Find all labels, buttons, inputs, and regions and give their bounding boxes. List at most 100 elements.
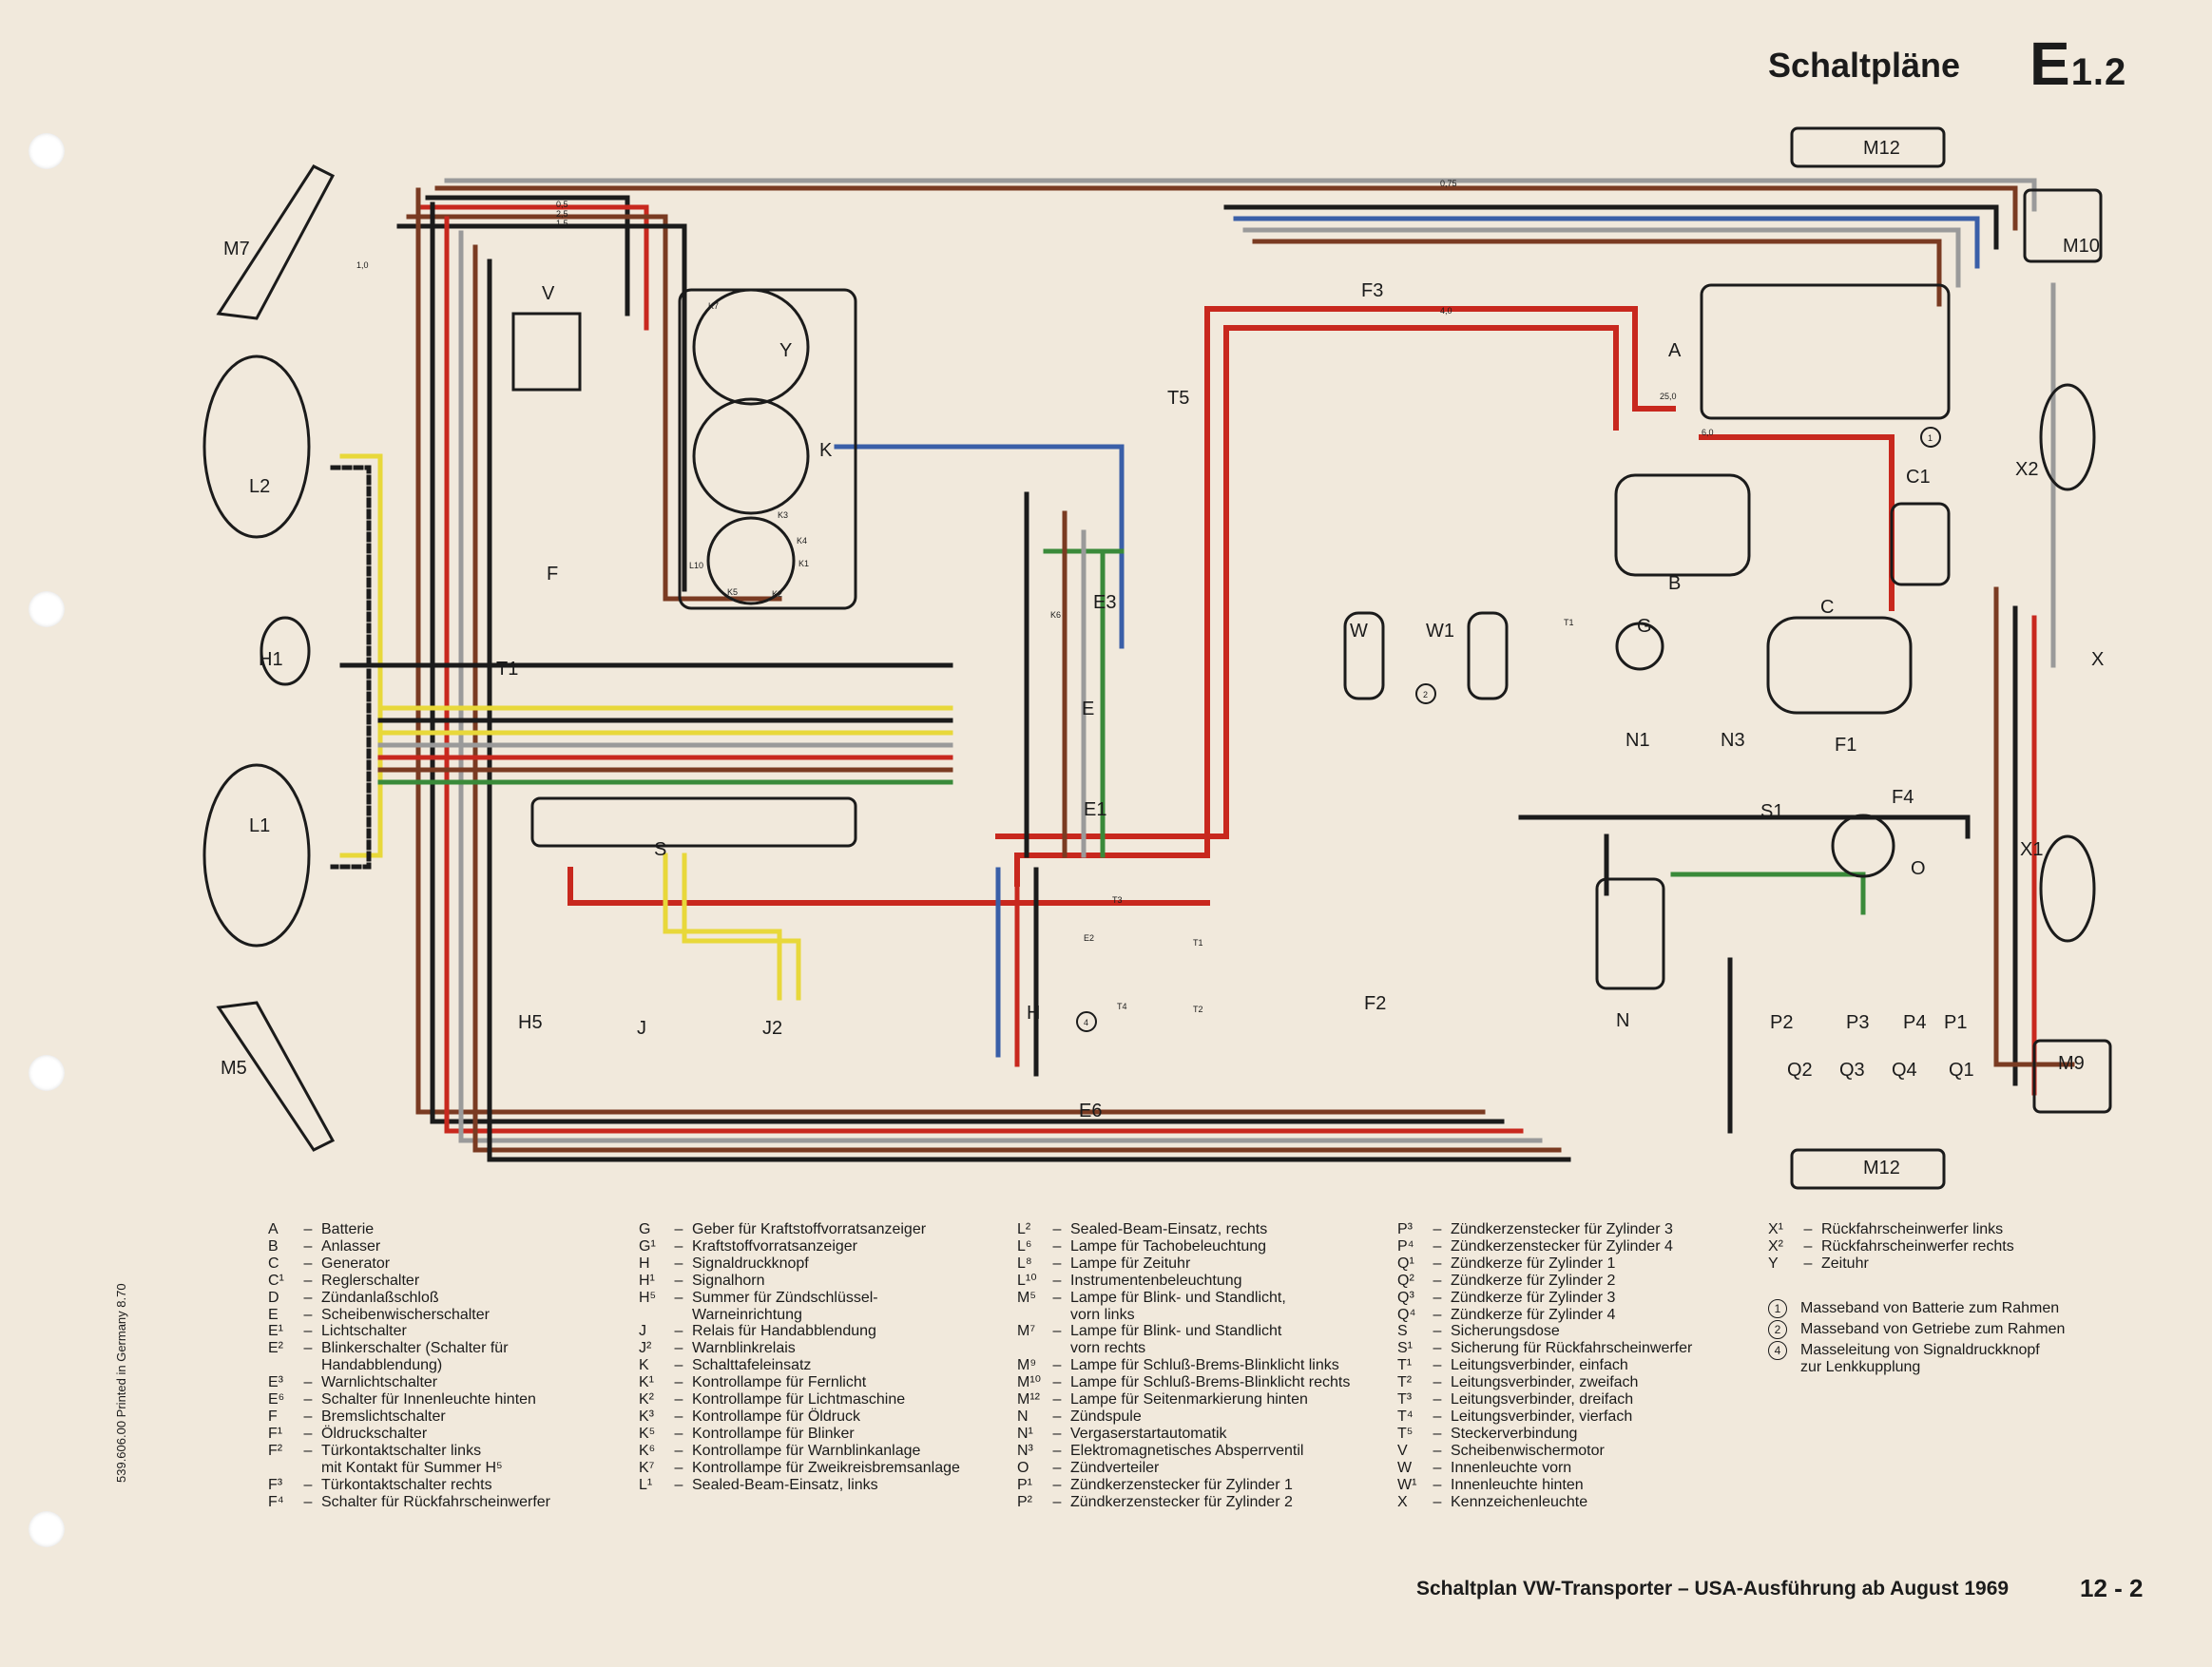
legend-text: Zündkerze für Zylinder 4 <box>1451 1306 1616 1323</box>
legend-text: Schalter für Rückfahrscheinwerfer <box>321 1493 550 1510</box>
component-label: M10 <box>2063 236 2100 257</box>
component-label: M12 <box>1863 1158 1900 1178</box>
component-label: M12 <box>1863 138 1900 159</box>
component-label: K5 <box>727 587 738 597</box>
legend-text: Scheibenwischerschalter <box>321 1306 490 1323</box>
note-text: Masseband von Getriebe zum Rahmen <box>1800 1321 2066 1337</box>
legend-text: Türkontaktschalter rechts <box>321 1476 492 1493</box>
legend-row: Q⁴–Zündkerze für Zylinder 4 <box>1397 1306 1616 1323</box>
component-label: S <box>654 839 666 860</box>
component-label: H1 <box>259 649 283 670</box>
instrument-cluster <box>511 288 857 610</box>
legend-code: K¹ <box>639 1374 654 1391</box>
legend-text: Sealed-Beam-Einsatz, rechts <box>1070 1221 1268 1237</box>
wire-gauge-label: 0,75 <box>1440 179 1457 188</box>
legend-row: L⁶–Lampe für Tachobeleuchtung <box>1017 1237 1267 1255</box>
legend-row: N³–Elektromagnetisches Absperrventil <box>1017 1442 1304 1459</box>
component-label: L2 <box>249 476 270 497</box>
legend-code: F³ <box>268 1476 283 1493</box>
legend-text: Batterie <box>321 1221 375 1237</box>
legend-code: C¹ <box>268 1272 284 1289</box>
legend-row: E⁶–Schalter für Innenleuchte hinten <box>268 1391 536 1408</box>
legend-row: Y–Zeituhr <box>1768 1255 1869 1272</box>
component-label: E2 <box>1084 933 1094 943</box>
legend-code: S <box>1397 1323 1408 1340</box>
component-labels: M7 L2 H1 L1 M5 V F T1 Y K K3 K4 K1 L10 K… <box>221 138 2104 1178</box>
component-label: E3 <box>1093 592 1116 613</box>
legend-text: Scheibenwischermotor <box>1451 1442 1605 1459</box>
legend-continuation: vorn rechts <box>1070 1340 1146 1357</box>
legend-code: E² <box>268 1340 283 1357</box>
legend-text: Kontrollampe für Warnblinkanlage <box>692 1442 921 1459</box>
legend-row: T⁴–Leitungsverbinder, vierfach <box>1397 1408 1633 1425</box>
wire-gauge-label: 2,5 <box>556 209 568 219</box>
note-text: Masseleitung von Signaldruckknopf <box>1800 1342 2040 1358</box>
component-label: N1 <box>1625 730 1650 751</box>
legend-code: L⁸ <box>1017 1255 1032 1272</box>
legend-row: A–Batterie <box>268 1221 375 1237</box>
legend-text: Vergaserstartautomatik <box>1070 1425 1227 1442</box>
print-note: 539.606.00 Printed in Germany 8.70 <box>114 1283 128 1483</box>
legend-text: Innenleuchte vorn <box>1451 1459 1572 1476</box>
component-label: N3 <box>1721 730 1745 751</box>
legend-code: X <box>1397 1493 1408 1510</box>
wire-gauge-label: 25,0 <box>1660 392 1677 401</box>
punch-hole <box>29 133 65 169</box>
legend-row: K⁵–Kontrollampe für Blinker <box>639 1425 855 1442</box>
legend-code: X² <box>1768 1237 1783 1255</box>
wiring-diagram: M7 L2 H1 L1 M5 V F T1 Y K K3 K4 K1 L10 K… <box>202 126 2112 1190</box>
legend-code: G¹ <box>639 1237 656 1255</box>
component-label: A <box>1668 340 1682 361</box>
component-label: K <box>819 440 833 461</box>
legend-column: L²–Sealed-Beam-Einsatz, rechts L⁶–Lampe … <box>1017 1221 1350 1510</box>
component-label: B <box>1668 573 1681 594</box>
legend-code: H <box>639 1255 650 1272</box>
legend-code: L⁶ <box>1017 1237 1032 1255</box>
legend-code: M¹⁰ <box>1017 1374 1042 1391</box>
legend-code: P⁴ <box>1397 1237 1414 1255</box>
component-label: Q2 <box>1787 1060 1813 1081</box>
legend-text: Lampe für Seitenmarkierung hinten <box>1070 1391 1308 1408</box>
ground-mark-label: 2 <box>1423 690 1428 699</box>
legend-text: Kontrollampe für Fernlicht <box>692 1374 867 1391</box>
legend-text: Lichtschalter <box>321 1323 407 1340</box>
legend-row: M¹⁰–Lampe für Schluß-Brems-Blinklicht re… <box>1017 1374 1351 1391</box>
component-label: L10 <box>689 561 703 570</box>
legend-text: Leitungsverbinder, einfach <box>1451 1357 1628 1374</box>
legend-row: K²–Kontrollampe für Lichtmaschine <box>639 1391 906 1408</box>
component-label: H5 <box>518 1012 543 1033</box>
legend-text: Lampe für Blink- und Standlicht, <box>1070 1289 1286 1306</box>
component-label: Q3 <box>1839 1060 1865 1081</box>
legend-code: K⁶ <box>639 1442 656 1459</box>
legend-text: Innenleuchte hinten <box>1451 1476 1584 1493</box>
legend-text: Zündverteiler <box>1070 1459 1160 1476</box>
punch-hole <box>29 1511 65 1547</box>
legend-text: Zeituhr <box>1821 1255 1869 1272</box>
legend-row: P¹–Zündkerzenstecker für Zylinder 1 <box>1017 1476 1293 1493</box>
component-label: X2 <box>2015 459 2038 480</box>
legend-text: Zündkerze für Zylinder 1 <box>1451 1255 1616 1272</box>
component-label: O <box>1911 858 1926 879</box>
ground-mark-circle <box>1415 683 1436 704</box>
legend-code: Y <box>1768 1255 1779 1272</box>
punch-hole <box>29 1055 65 1091</box>
legend-text: Schalttafeleinsatz <box>692 1357 812 1374</box>
legend-text: Türkontaktschalter links <box>321 1442 482 1459</box>
component-label: C1 <box>1906 467 1931 488</box>
legend-text: Steckerverbindung <box>1451 1425 1578 1442</box>
legend-code: P² <box>1017 1493 1032 1510</box>
component-label: E6 <box>1079 1101 1102 1121</box>
legend-code: K³ <box>639 1408 654 1425</box>
legend-text: Öldruckschalter <box>321 1425 428 1442</box>
legend-code: E <box>268 1306 279 1323</box>
component-label: F2 <box>1364 993 1386 1014</box>
front-lamps <box>202 164 336 1152</box>
legend-text: Anlasser <box>321 1237 381 1255</box>
legend-continuation: Handabblendung) <box>321 1357 443 1374</box>
legend-code: X¹ <box>1768 1221 1783 1237</box>
punch-hole <box>29 591 65 627</box>
legend-row: E³–Warnlichtschalter <box>268 1374 438 1391</box>
